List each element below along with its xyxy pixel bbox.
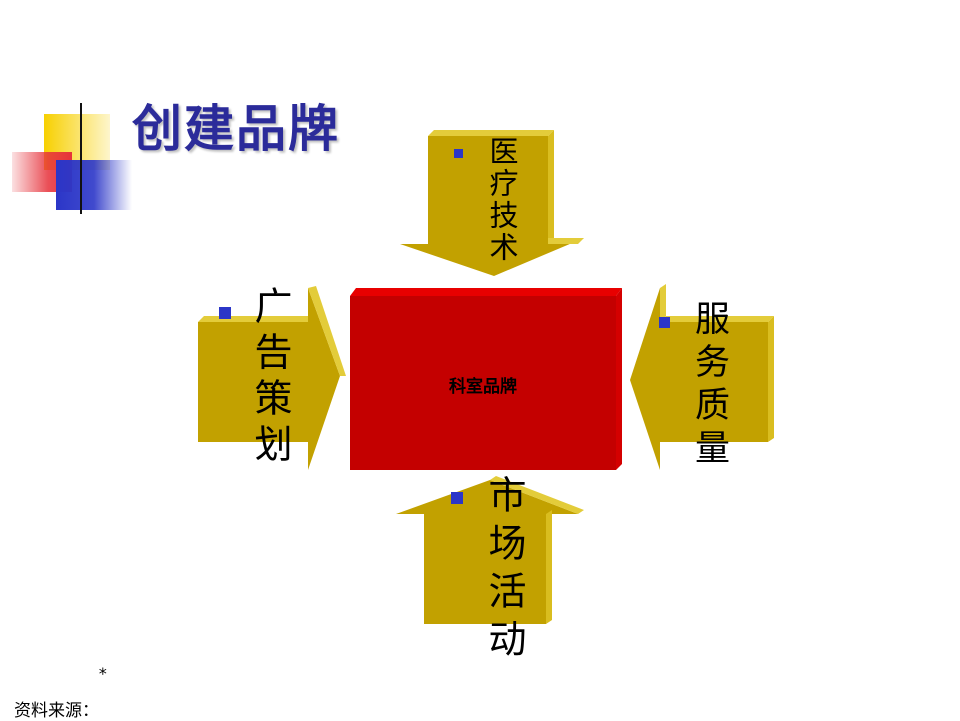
center-box bbox=[350, 288, 622, 470]
bullet-bottom bbox=[451, 492, 463, 504]
logo-blue-square bbox=[56, 160, 132, 210]
center-box-label: 科室品牌 bbox=[449, 377, 517, 397]
arrow-bottom bbox=[396, 476, 584, 624]
arrow-left-label: 广告策划 bbox=[248, 286, 292, 470]
arrow-top-label: 医疗技术 bbox=[485, 136, 519, 264]
arrow-top bbox=[400, 130, 584, 276]
footer-source: 资料来源： bbox=[14, 701, 99, 721]
page-title: 创建品牌 bbox=[132, 100, 340, 158]
footer-marker: * bbox=[98, 664, 108, 683]
arrow-left bbox=[198, 286, 346, 470]
arrow-bottom-label: 市场活动 bbox=[482, 475, 526, 667]
bullet-right bbox=[659, 317, 670, 328]
arrow-right bbox=[630, 284, 774, 470]
bullet-top bbox=[454, 149, 463, 158]
title-logo bbox=[12, 103, 910, 214]
arrow-right-label: 服务质量 bbox=[689, 300, 729, 472]
bullet-left bbox=[219, 307, 231, 319]
